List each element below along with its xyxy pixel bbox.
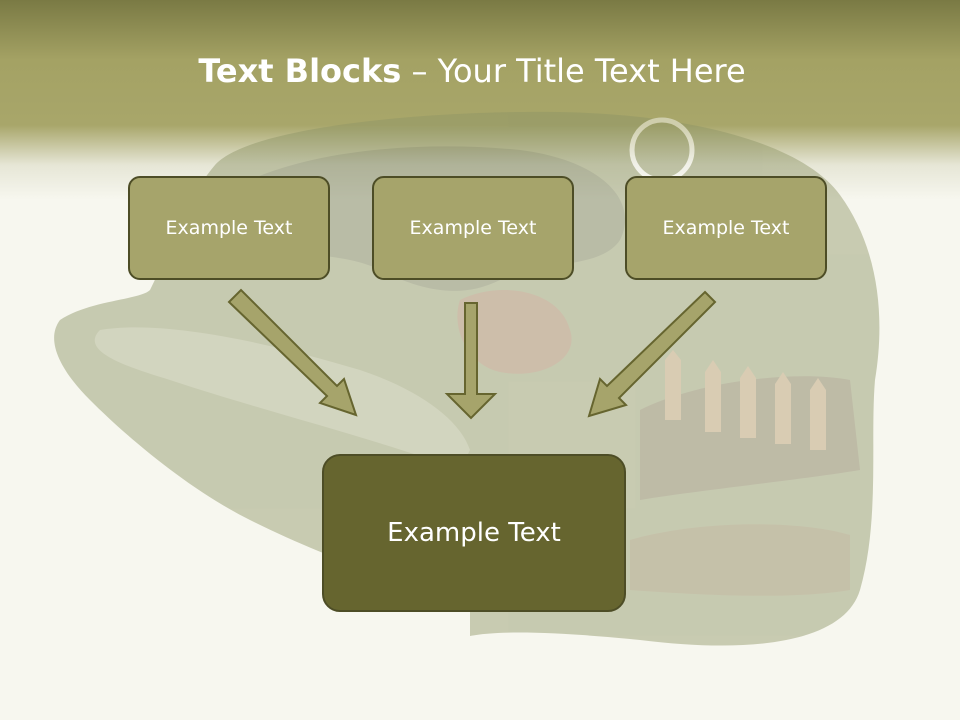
text-block-1-label: Example Text <box>165 217 293 239</box>
slide-title: Text Blocks – Your Title Text Here <box>0 52 944 90</box>
text-block-3-label: Example Text <box>662 217 790 239</box>
text-block-2[interactable]: Example Text <box>372 176 574 280</box>
text-block-1[interactable]: Example Text <box>128 176 330 280</box>
text-block-3[interactable]: Example Text <box>625 176 827 280</box>
main-text-block[interactable]: Example Text <box>322 454 626 612</box>
text-block-2-label: Example Text <box>409 217 537 239</box>
title-dash: – <box>401 52 438 90</box>
title-bold-part: Text Blocks <box>198 52 402 90</box>
main-text-block-label: Example Text <box>387 518 561 548</box>
title-rest: Your Title Text Here <box>437 52 746 90</box>
header-band <box>0 0 960 200</box>
